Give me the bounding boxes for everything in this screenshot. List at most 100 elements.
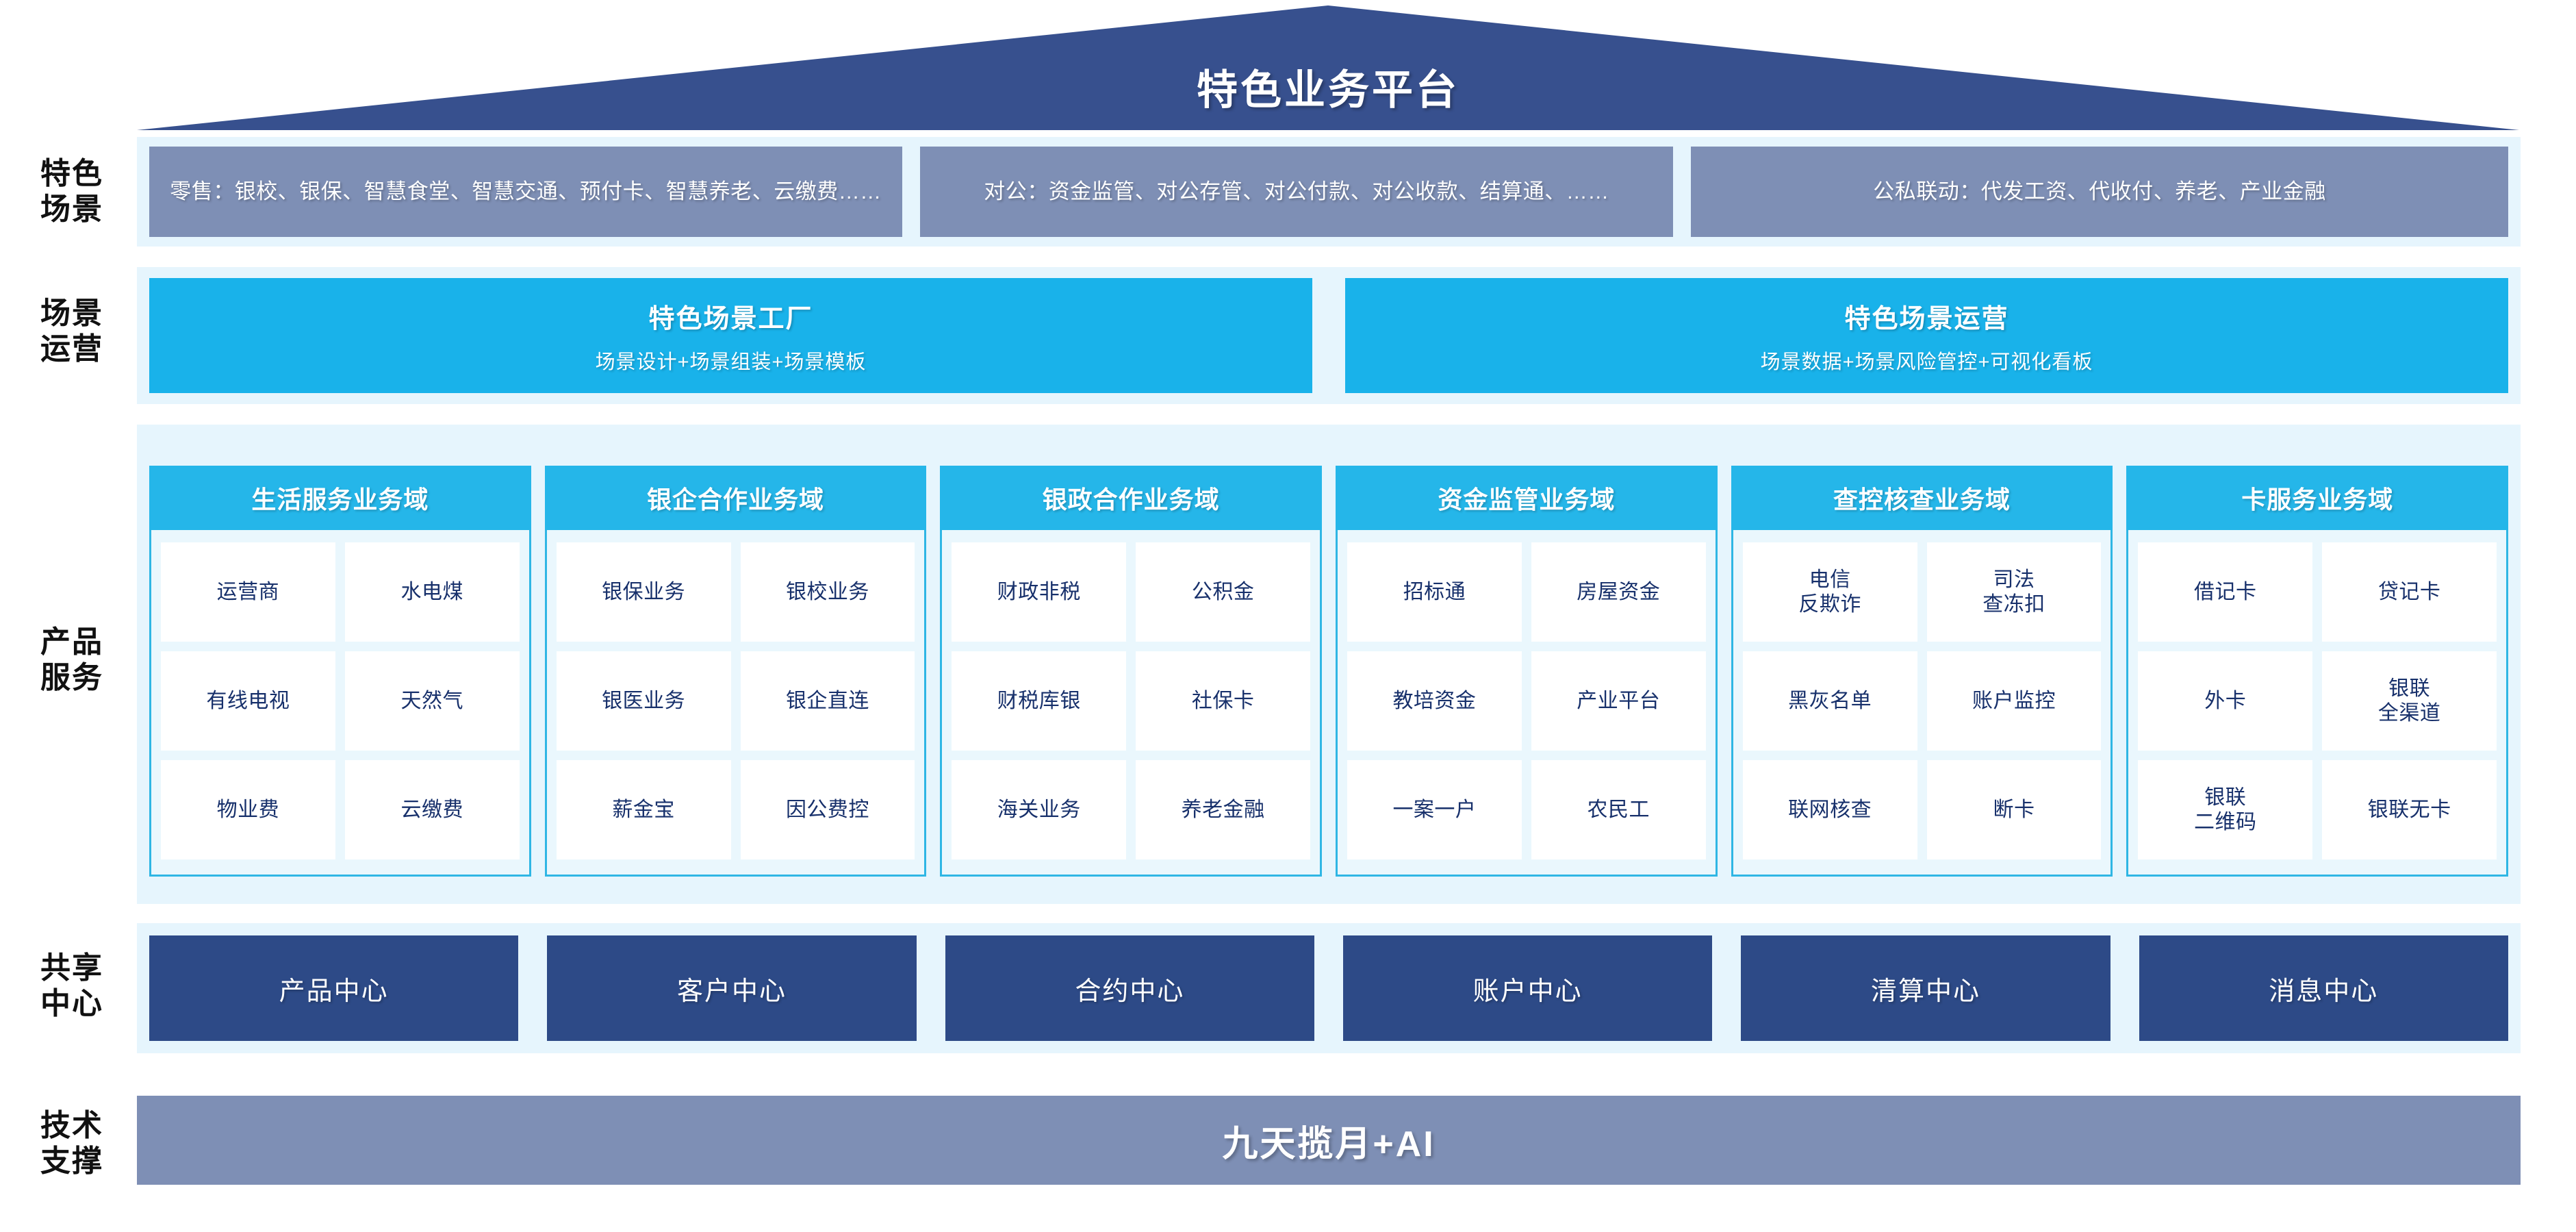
product-tile[interactable]: 账户监控 bbox=[1926, 651, 2102, 751]
product-column-title: 银政合作业务域 bbox=[940, 466, 1323, 530]
product-tile-row: 有线电视 天然气 bbox=[161, 651, 520, 751]
operation-row: 特色场景工厂 场景设计+场景组装+场景模板 特色场景运营 场景数据+场景风险管控… bbox=[149, 278, 2508, 393]
product-tile[interactable]: 教培资金 bbox=[1347, 651, 1522, 751]
product-tile[interactable]: 银联 全渠道 bbox=[2322, 651, 2497, 751]
product-tile-row: 联网核查 断卡 bbox=[1742, 760, 2102, 859]
platform-roof: 特色业务平台 bbox=[137, 5, 2519, 130]
operation-box-scene-operation[interactable]: 特色场景运营 场景数据+场景风险管控+可视化看板 bbox=[1345, 278, 2508, 393]
shared-center-customer[interactable]: 客户中心 bbox=[547, 935, 917, 1041]
product-tile[interactable]: 断卡 bbox=[1926, 760, 2102, 859]
product-tile[interactable]: 电信 反欺诈 bbox=[1742, 542, 1917, 642]
products-band: 生活服务业务域 运营商 水电煤 有线电视 天然气 物业费 云缴费 bbox=[137, 425, 2521, 904]
product-tile[interactable]: 因公费控 bbox=[740, 760, 915, 859]
product-tile[interactable]: 贷记卡 bbox=[2322, 542, 2497, 642]
shared-center-row: 产品中心 客户中心 合约中心 账户中心 清算中心 消息中心 bbox=[149, 935, 2508, 1041]
shared-center-clearing[interactable]: 清算中心 bbox=[1741, 935, 2110, 1041]
product-tile[interactable]: 银校业务 bbox=[740, 542, 915, 642]
product-column-bank-enterprise: 银企合作业务域 银保业务 银校业务 银医业务 银企直连 薪金宝 因公费控 bbox=[544, 466, 927, 877]
row-label-shared: 共享 中心 bbox=[40, 951, 103, 1020]
product-tile[interactable]: 银企直连 bbox=[740, 651, 915, 751]
product-tile[interactable]: 招标通 bbox=[1347, 542, 1522, 642]
product-column-body: 运营商 水电煤 有线电视 天然气 物业费 云缴费 bbox=[149, 530, 531, 877]
product-tile[interactable]: 养老金融 bbox=[1136, 760, 1311, 859]
tech-support-band: 九天揽月+AI bbox=[137, 1096, 2521, 1185]
operation-title: 特色场景运营 bbox=[1844, 304, 2009, 334]
product-tile[interactable]: 物业费 bbox=[161, 760, 335, 859]
product-tile[interactable]: 财政非税 bbox=[952, 542, 1127, 642]
product-column-title: 生活服务业务域 bbox=[149, 466, 531, 530]
products-row: 生活服务业务域 运营商 水电煤 有线电视 天然气 物业费 云缴费 bbox=[149, 466, 2509, 877]
product-tile-row: 电信 反欺诈 司法 查冻扣 bbox=[1742, 542, 2102, 642]
product-column-investigation-control: 查控核查业务域 电信 反欺诈 司法 查冻扣 黑灰名单 账户监控 联网核查 断卡 bbox=[1731, 466, 2113, 877]
product-column-title: 查控核查业务域 bbox=[1731, 466, 2113, 530]
product-tile[interactable]: 一案一户 bbox=[1347, 760, 1522, 859]
product-tile[interactable]: 薪金宝 bbox=[556, 760, 731, 859]
scenario-box-retail[interactable]: 零售：银校、银保、智慧食堂、智慧交通、预付卡、智慧养老、云缴费…… bbox=[149, 147, 902, 237]
product-tile-row: 招标通 房屋资金 bbox=[1347, 542, 1706, 642]
product-column-body: 财政非税 公积金 财税库银 社保卡 海关业务 养老金融 bbox=[940, 530, 1323, 877]
shared-center-message[interactable]: 消息中心 bbox=[2139, 935, 2508, 1041]
row-label-tech: 技术 支撑 bbox=[40, 1109, 103, 1178]
product-tile[interactable]: 社保卡 bbox=[1136, 651, 1311, 751]
product-tile[interactable]: 产业平台 bbox=[1531, 651, 1706, 751]
product-tile[interactable]: 银保业务 bbox=[556, 542, 731, 642]
product-tile[interactable]: 联网核查 bbox=[1742, 760, 1917, 859]
product-tile-row: 银医业务 银企直连 bbox=[556, 651, 915, 751]
product-column-fund-supervision: 资金监管业务域 招标通 房屋资金 教培资金 产业平台 一案一户 农民工 bbox=[1336, 466, 1718, 877]
operation-band: 特色场景工厂 场景设计+场景组装+场景模板 特色场景运营 场景数据+场景风险管控… bbox=[137, 267, 2521, 404]
scenario-box-linkage[interactable]: 公私联动：代发工资、代收付、养老、产业金融 bbox=[1691, 147, 2508, 237]
product-tile-row: 黑灰名单 账户监控 bbox=[1742, 651, 2102, 751]
product-column-body: 银保业务 银校业务 银医业务 银企直连 薪金宝 因公费控 bbox=[544, 530, 927, 877]
tech-support-title: 九天揽月+AI bbox=[1222, 1124, 1436, 1164]
product-tile[interactable]: 黑灰名单 bbox=[1742, 651, 1917, 751]
product-tile-row: 银联 二维码 银联无卡 bbox=[2138, 760, 2497, 859]
shared-center-account[interactable]: 账户中心 bbox=[1342, 935, 1713, 1041]
operation-box-scene-factory[interactable]: 特色场景工厂 场景设计+场景组装+场景模板 bbox=[149, 278, 1312, 393]
page-title: 特色业务平台 bbox=[1197, 67, 1459, 113]
product-column-body: 电信 反欺诈 司法 查冻扣 黑灰名单 账户监控 联网核查 断卡 bbox=[1731, 530, 2113, 877]
scenarios-row: 零售：银校、银保、智慧食堂、智慧交通、预付卡、智慧养老、云缴费…… 对公：资金监… bbox=[149, 147, 2508, 237]
product-tile-row: 运营商 水电煤 bbox=[161, 542, 520, 642]
product-tile[interactable]: 房屋资金 bbox=[1531, 542, 1706, 642]
shared-center-contract[interactable]: 合约中心 bbox=[945, 935, 1314, 1041]
product-column-card-service: 卡服务业务域 借记卡 贷记卡 外卡 银联 全渠道 银联 二维码 银联无卡 bbox=[2126, 466, 2509, 877]
product-tile[interactable]: 水电煤 bbox=[344, 542, 520, 642]
product-tile[interactable]: 财税库银 bbox=[952, 651, 1127, 751]
product-tile[interactable]: 借记卡 bbox=[2138, 542, 2313, 642]
row-label-products: 产品 服务 bbox=[40, 625, 103, 694]
product-column-bank-government: 银政合作业务域 财政非税 公积金 财税库银 社保卡 海关业务 养老金融 bbox=[940, 466, 1323, 877]
product-tile[interactable]: 银医业务 bbox=[556, 651, 731, 751]
product-column-title: 银企合作业务域 bbox=[544, 466, 927, 530]
product-tile[interactable]: 云缴费 bbox=[344, 760, 520, 859]
product-tile-row: 财税库银 社保卡 bbox=[952, 651, 1311, 751]
product-column-body: 借记卡 贷记卡 外卡 银联 全渠道 银联 二维码 银联无卡 bbox=[2126, 530, 2509, 877]
product-tile[interactable]: 司法 查冻扣 bbox=[1926, 542, 2102, 642]
product-tile[interactable]: 有线电视 bbox=[161, 651, 335, 751]
product-tile-row: 海关业务 养老金融 bbox=[952, 760, 1311, 859]
row-label-operation: 场景 运营 bbox=[40, 297, 103, 366]
operation-title: 特色场景工厂 bbox=[648, 304, 813, 334]
product-tile[interactable]: 天然气 bbox=[344, 651, 520, 751]
product-column-title: 资金监管业务域 bbox=[1336, 466, 1718, 530]
product-column-body: 招标通 房屋资金 教培资金 产业平台 一案一户 农民工 bbox=[1336, 530, 1718, 877]
product-tile[interactable]: 公积金 bbox=[1136, 542, 1311, 642]
product-column-title: 卡服务业务域 bbox=[2126, 466, 2509, 530]
scenario-box-corporate[interactable]: 对公：资金监管、对公存管、对公付款、对公收款、结算通、…… bbox=[920, 147, 1673, 237]
shared-center-product[interactable]: 产品中心 bbox=[149, 935, 519, 1041]
product-tile[interactable]: 外卡 bbox=[2138, 651, 2313, 751]
shared-center-band: 产品中心 客户中心 合约中心 账户中心 清算中心 消息中心 bbox=[137, 923, 2521, 1053]
product-tile-row: 物业费 云缴费 bbox=[161, 760, 520, 859]
product-tile[interactable]: 运营商 bbox=[161, 542, 335, 642]
product-tile[interactable]: 银联 二维码 bbox=[2138, 760, 2313, 859]
row-label-scenarios: 特色 场景 bbox=[40, 157, 103, 226]
operation-subtitle: 场景设计+场景组装+场景模板 bbox=[595, 351, 867, 373]
product-column-life-service: 生活服务业务域 运营商 水电煤 有线电视 天然气 物业费 云缴费 bbox=[149, 466, 531, 877]
product-tile[interactable]: 银联无卡 bbox=[2322, 760, 2497, 859]
operation-subtitle: 场景数据+场景风险管控+可视化看板 bbox=[1760, 351, 2093, 373]
product-tile[interactable]: 农民工 bbox=[1531, 760, 1706, 859]
product-tile-row: 借记卡 贷记卡 bbox=[2138, 542, 2497, 642]
product-tile-row: 教培资金 产业平台 bbox=[1347, 651, 1706, 751]
product-tile-row: 财政非税 公积金 bbox=[952, 542, 1311, 642]
product-tile-row: 一案一户 农民工 bbox=[1347, 760, 1706, 859]
product-tile[interactable]: 海关业务 bbox=[952, 760, 1127, 859]
